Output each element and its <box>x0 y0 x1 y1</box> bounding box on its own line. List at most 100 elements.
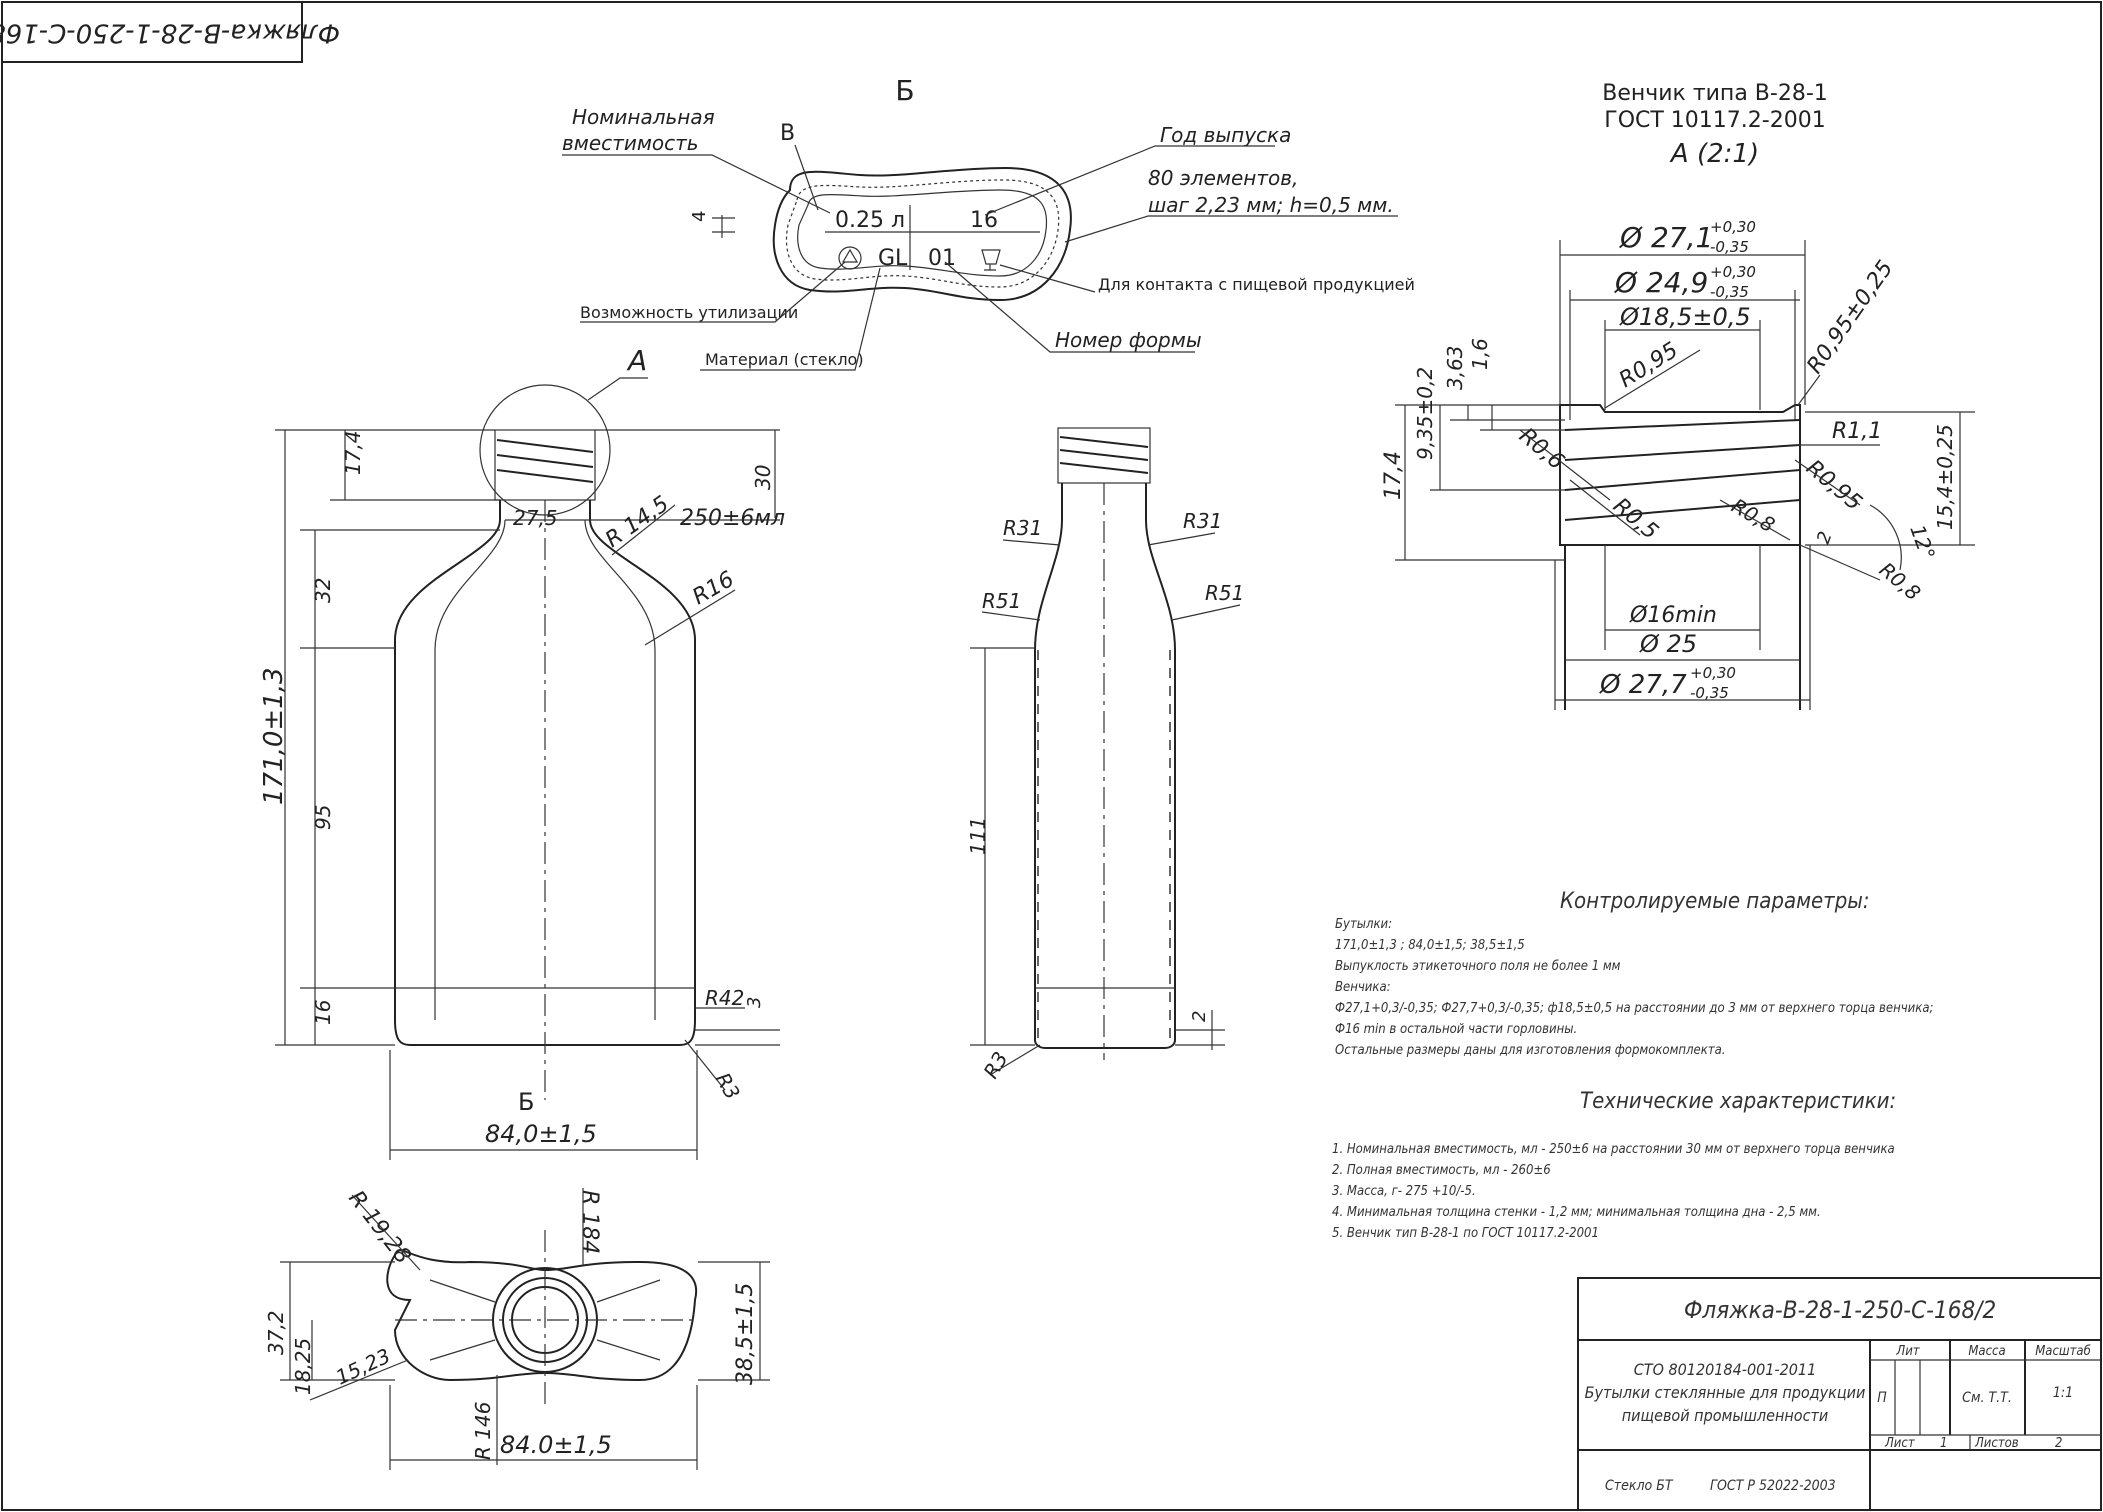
side-r31-right: R31 <box>1183 509 1222 533</box>
tb-scale-h: Масштаб <box>2035 1344 2091 1359</box>
detail-r095: R0,95 <box>1615 338 1683 393</box>
detail-r05: R0,5 <box>1608 493 1663 544</box>
callout-mold: Номер формы <box>1055 328 1202 352</box>
side-r31-left: R31 <box>1003 516 1042 540</box>
detail-h3-63: 3,63 <box>1443 345 1467 390</box>
detail-r095-25: R0,95±0,25 <box>1802 256 1898 378</box>
dim-r42: R42 <box>705 986 744 1010</box>
tb-scale-v: 1:1 <box>2053 1385 2073 1401</box>
dim-32: 32 <box>311 578 335 603</box>
detail-d2-tol-dn: -0,35 <box>1710 283 1749 301</box>
detail-d1: Ø 27,1 <box>1619 221 1713 254</box>
detail-a: Венчик типа В-28-1 ГОСТ 10117.2-2001 А (… <box>1381 81 1975 710</box>
dim-30: 30 <box>751 465 775 490</box>
controlled-line-2: 171,0±1,3 ; 84,0±1,5; 38,5±1,5 <box>1335 938 1525 953</box>
corner-stamp-text: Фляжка-В-28-1-250-С-168/2 <box>0 18 340 48</box>
detail-d2: Ø 24,9 <box>1614 266 1708 299</box>
detail-h1-6: 1,6 <box>1468 338 1492 370</box>
bottom-r184: R 184 <box>577 1190 602 1254</box>
detail-d4: Ø 27,7 <box>1599 670 1687 700</box>
food-contact-icon <box>981 249 1001 271</box>
controlled-title: Контролируемые параметры: <box>1560 889 1870 914</box>
callout-recycling: Возможность утилизации <box>580 303 798 322</box>
bottom-view: R 19,28 R 184 37,2 18,25 15,23 R 146 38,… <box>264 1186 770 1470</box>
side-dim-2: 2 <box>1189 1011 1210 1022</box>
tb-lit-v: П <box>1877 1390 1887 1406</box>
detail-d1-tol-dn: -0,35 <box>1710 238 1749 256</box>
callout-elements-1: 80 элементов, <box>1148 166 1298 190</box>
dim-95: 95 <box>311 805 335 830</box>
dim-width: 84,0±1,5 <box>485 1120 597 1148</box>
callout-elements-2: шаг 2,23 мм; h=0,5 мм. <box>1148 193 1394 217</box>
tb-sheet-v: 1 <box>1940 1436 1947 1451</box>
detail-r095b: R0,95 <box>1801 455 1866 515</box>
recycle-icon <box>838 246 862 270</box>
controlled-line-5: Ф27,1+0,3/-0,35; Ф27,7+0,3/-0,35; ф18,5±… <box>1335 1001 1934 1016</box>
dim-v: В <box>780 121 795 146</box>
bottom-width: 84.0±1,5 <box>500 1431 612 1459</box>
tb-sheets-v: 2 <box>2055 1436 2062 1451</box>
dim-4: 4 <box>689 211 710 222</box>
view-b-bottom: Б <box>518 1088 534 1116</box>
detail-d16min: Ø16min <box>1629 603 1717 628</box>
side-r3: R3 <box>979 1047 1013 1082</box>
detail-title-3: А (2:1) <box>1669 139 1759 169</box>
tb-doc-1: СТО 80120184-001-2011 <box>1634 1360 1816 1379</box>
detail-h17-4: 17,4 <box>1381 451 1406 500</box>
tb-mass-h: Масса <box>1968 1344 2005 1359</box>
detail-r11: R1,1 <box>1832 419 1882 444</box>
controlled-line-6: Ф16 min в остальной части горловины. <box>1335 1022 1577 1037</box>
detail-h9-35: 9,35±0,2 <box>1413 367 1437 460</box>
bottom-r19-28: R 19,28 <box>343 1186 415 1269</box>
controlled-line-7: Остальные размеры даны для изготовления … <box>1335 1043 1725 1058</box>
side-dim-111: 111 <box>966 817 990 855</box>
callout-nominal-1: Номинальная <box>572 105 715 129</box>
callout-nominal-2: вместимость <box>562 131 699 155</box>
tb-lit-h: Лит <box>1895 1344 1920 1359</box>
tb-mass-v: См. Т.Т. <box>1962 1390 2012 1406</box>
tech-line-3: 3. Масса, г- 275 +10/-5. <box>1332 1184 1476 1199</box>
detail-d25: Ø 25 <box>1639 630 1697 658</box>
side-r51-right: R51 <box>1205 581 1244 605</box>
callout-year: Год выпуска <box>1160 123 1291 147</box>
tech-line-5: 5. Венчик тип В-28-1 по ГОСТ 10117.2-200… <box>1332 1226 1599 1241</box>
side-view: R31 R31 R51 R51 111 2 R3 <box>966 427 1244 1083</box>
detail-h15-4: 15,4±0,25 <box>1933 424 1957 530</box>
tech-line-2: 2. Полная вместимость, мл - 260±6 <box>1332 1163 1551 1178</box>
dim-16: 16 <box>311 1000 335 1025</box>
tb-doc-2: Бутылки стеклянные для продукции <box>1585 1383 1866 1402</box>
dim-r14-5: R 14,5 <box>601 492 674 553</box>
dim-fill-level: 250±6мл <box>680 506 785 531</box>
tb-gost: ГОСТ Р 52022-2003 <box>1710 1478 1836 1494</box>
controlled-line-1: Бутылки: <box>1335 917 1392 932</box>
emboss-volume: 0.25 л <box>835 208 905 233</box>
tech-title: Технические характеристики: <box>1580 1089 1896 1114</box>
view-b-emblem: Б 0.25 л 16 GL 01 4 В Номинальная вмести… <box>562 74 1415 371</box>
detail-a-mark: А <box>626 344 647 377</box>
detail-title-2: ГОСТ 10117.2-2001 <box>1604 108 1825 133</box>
detail-d4-tol-up: +0,30 <box>1690 664 1736 682</box>
detail-d4-tol-dn: -0,35 <box>1690 684 1729 702</box>
corner-stamp: Фляжка-В-28-1-250-С-168/2 <box>0 2 340 63</box>
detail-d2-small: 2 <box>1813 529 1837 547</box>
tech-specs: Технические характеристики: 1. Номинальн… <box>1332 1089 1896 1241</box>
tb-name: Фляжка-В-28-1-250-С-168/2 <box>1684 1296 1996 1324</box>
callout-food: Для контакта с пищевой продукцией <box>1098 275 1415 294</box>
dim-3: 3 <box>744 997 765 1008</box>
tb-material: Стекло БТ <box>1605 1478 1674 1494</box>
side-r51-left: R51 <box>982 589 1021 613</box>
dim-r3: R3 <box>711 1069 745 1104</box>
bottom-15-23: 15,23 <box>332 1344 394 1390</box>
title-block: Фляжка-В-28-1-250-С-168/2 СТО 80120184-0… <box>1577 1277 2102 1511</box>
detail-d3: Ø18,5±0,5 <box>1619 303 1751 331</box>
tb-doc-3: пищевой промышленности <box>1622 1406 1829 1425</box>
tb-sheets: Листов <box>1974 1436 2019 1451</box>
controlled-params: Контролируемые параметры: Бутылки: 171,0… <box>1335 889 1934 1058</box>
detail-title-1: Венчик типа В-28-1 <box>1602 81 1828 106</box>
tech-line-4: 4. Минимальная толщина стенки - 1,2 мм; … <box>1332 1205 1821 1220</box>
detail-d1-tol-up: +0,30 <box>1710 218 1756 236</box>
emboss-glass: GL <box>878 246 908 271</box>
controlled-line-3: Выпуклость этикеточного поля не более 1 … <box>1335 959 1621 974</box>
bottom-18-25: 18,25 <box>291 1338 315 1395</box>
